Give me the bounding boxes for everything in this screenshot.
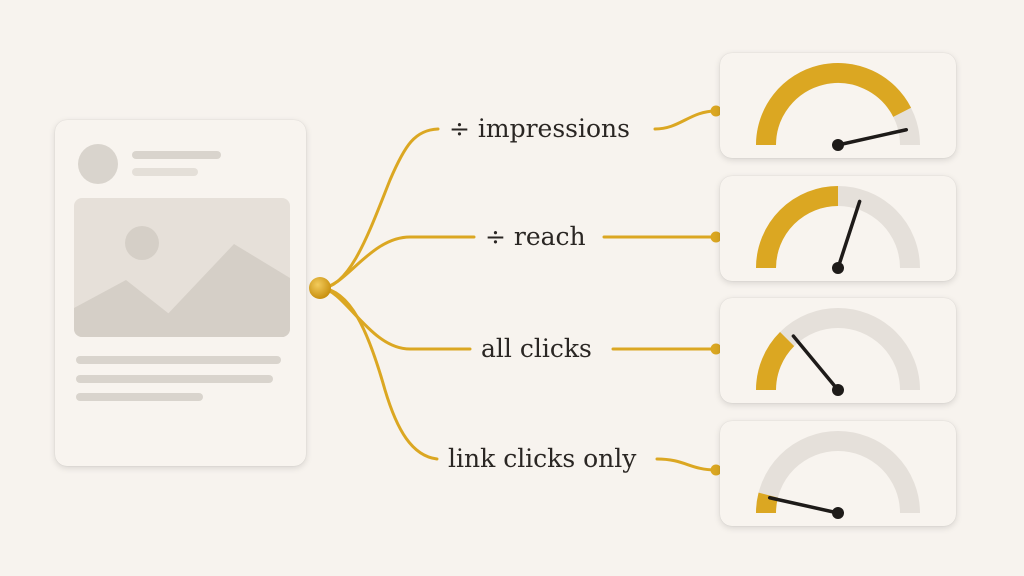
- dot-reach: [710, 231, 722, 243]
- avatar-icon: [78, 144, 118, 184]
- branch-to-reach: [319, 235, 476, 290]
- gauge-needle: [791, 334, 840, 392]
- metric-label-reach: ÷ reach: [485, 222, 586, 251]
- gauge-track: [756, 431, 920, 514]
- gauge-card-reach: [720, 176, 956, 281]
- gauge-reach: [756, 186, 920, 274]
- post-meta-placeholder: [132, 168, 198, 176]
- dot-link-clicks: [710, 464, 722, 476]
- dot-all-clicks: [710, 343, 722, 355]
- gauge-pivot: [832, 262, 844, 274]
- gauge-all-clicks: [756, 308, 920, 396]
- gauge-fill: [756, 63, 912, 146]
- branch-to-impressions: [319, 127, 440, 290]
- post-author-placeholder: [132, 151, 221, 159]
- gauge-fill: [756, 332, 795, 391]
- gauge-needle: [836, 199, 862, 270]
- metric-label-impressions: ÷ impressions: [449, 114, 630, 143]
- gauge-link-clicks: [755, 431, 920, 519]
- gauge-track: [756, 308, 920, 391]
- link-link-clicks-gauge: [655, 457, 718, 472]
- post-text-line: [76, 393, 203, 401]
- gauge-pivot: [832, 507, 844, 519]
- dot-impressions: [710, 105, 722, 117]
- gauge-pivot: [832, 384, 844, 396]
- image-placeholder-icon: [74, 198, 290, 337]
- gauge-needle: [767, 495, 840, 515]
- gauge-fill: [755, 492, 779, 514]
- gauge-needle: [836, 127, 909, 147]
- post-text-line: [76, 356, 281, 364]
- post-text-line: [76, 375, 273, 383]
- metric-label-all-clicks: all clicks: [481, 334, 592, 363]
- metric-label-link-clicks: link clicks only: [448, 444, 637, 473]
- gauge-impressions: [756, 63, 920, 151]
- gauge-pivot: [832, 139, 844, 151]
- link-impressions-gauge: [653, 109, 718, 131]
- gauge-card-impressions: [720, 53, 956, 158]
- hub-node: [309, 277, 331, 299]
- social-post-card: [55, 120, 306, 466]
- gauge-card-link-clicks: [720, 421, 956, 526]
- branch-to-link-clicks: [319, 286, 439, 461]
- gauge-card-all-clicks: [720, 298, 956, 403]
- gauge-fill: [756, 186, 839, 269]
